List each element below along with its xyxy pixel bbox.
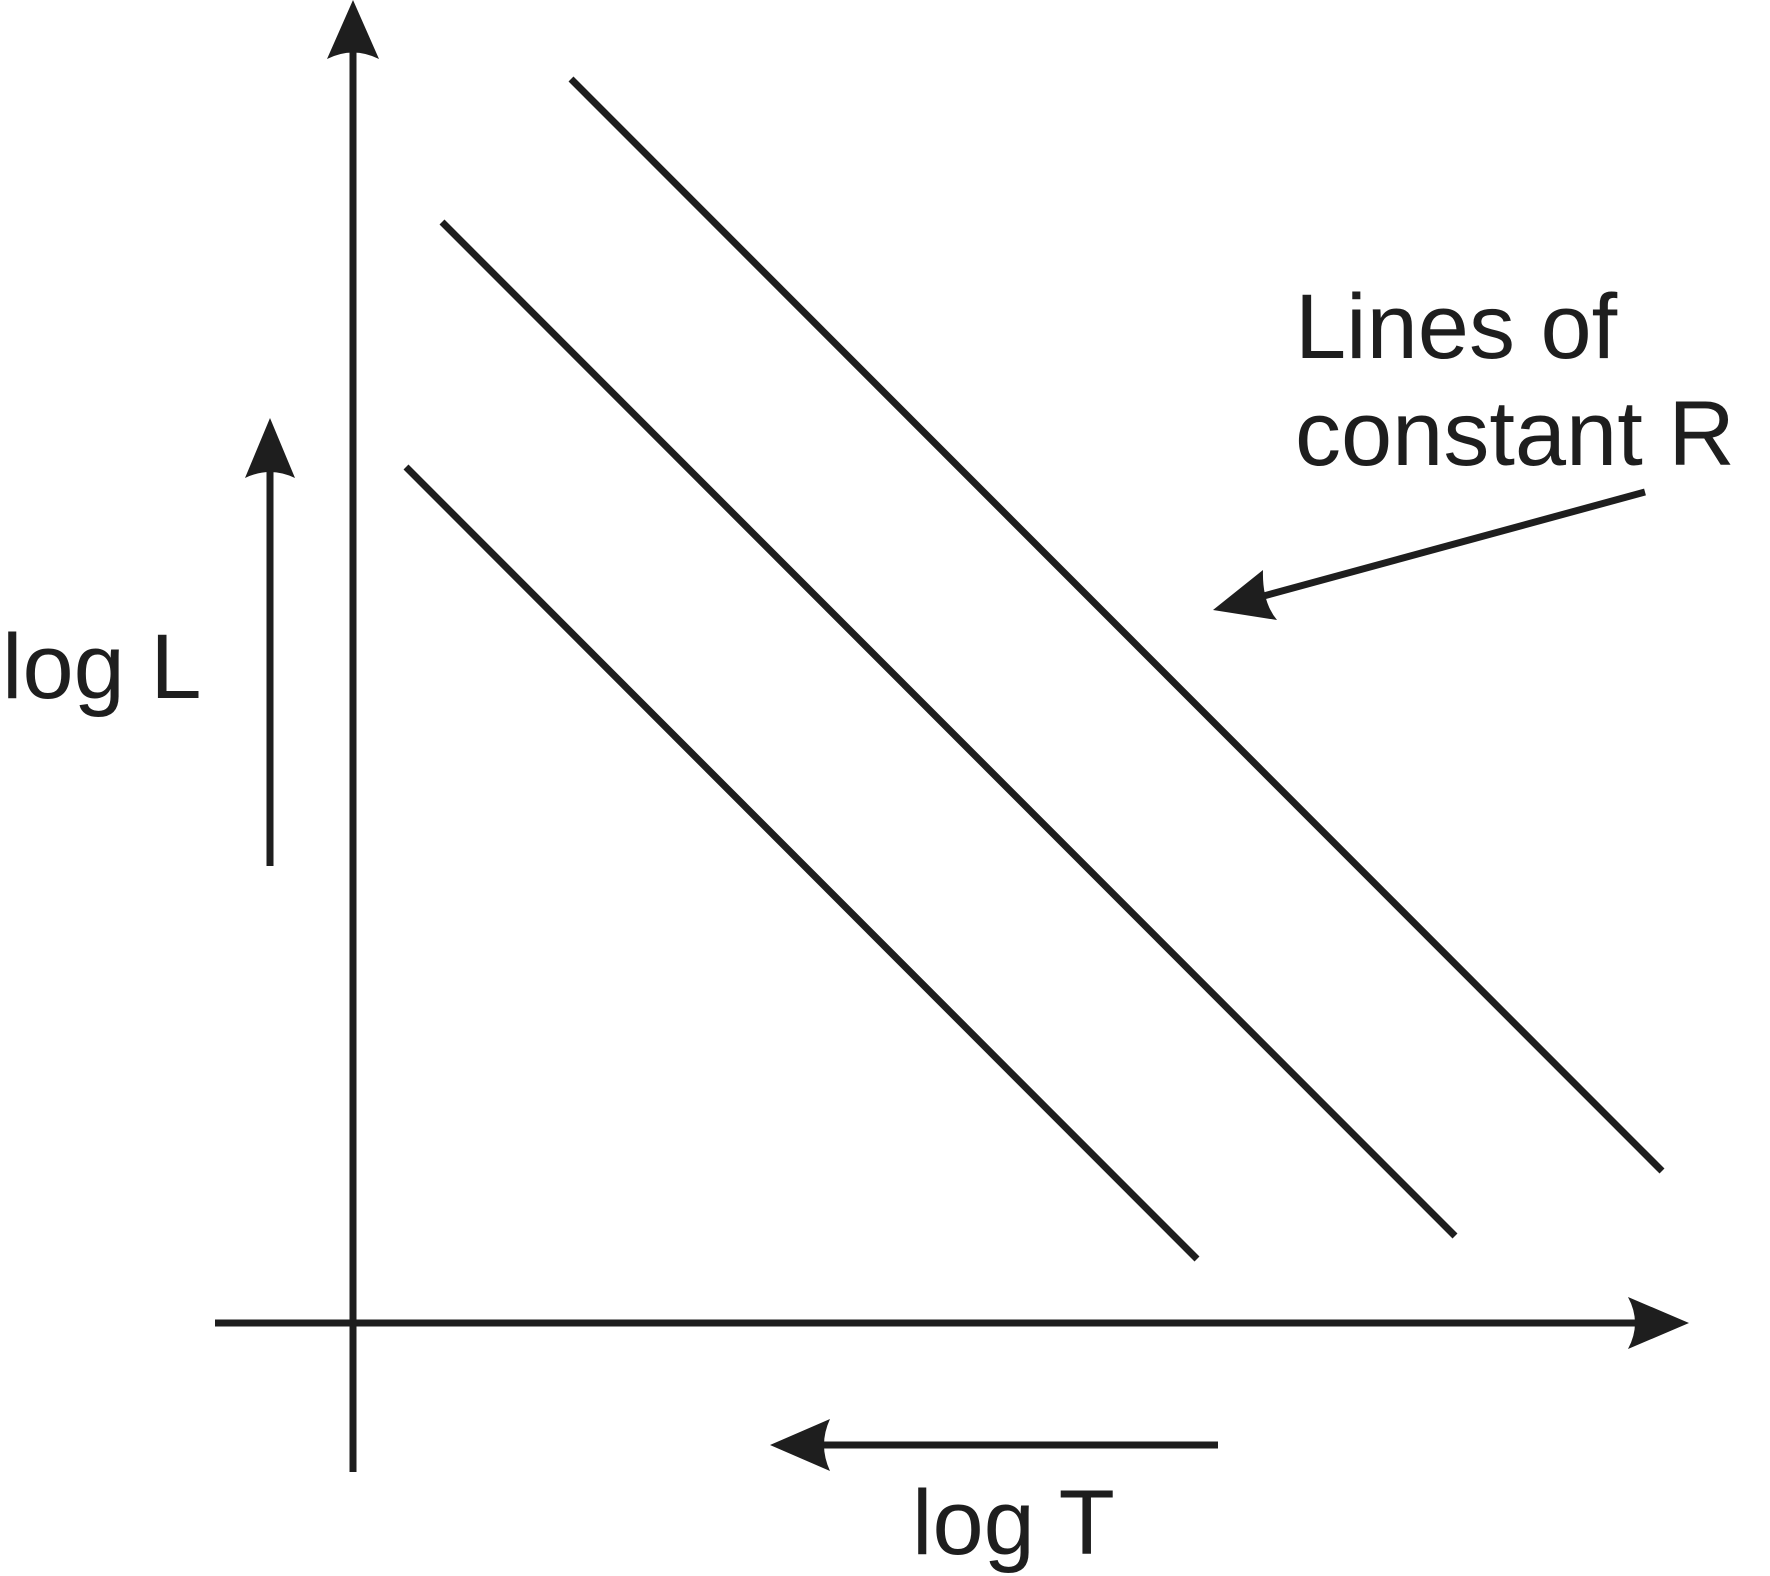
log-l-arrow-head: [245, 418, 295, 478]
x-axis-label: log T: [912, 1472, 1115, 1574]
annotation-line-1: Lines of: [1295, 276, 1618, 378]
y-axis-label: log L: [2, 616, 202, 718]
log-t-direction-arrow: [770, 1419, 1218, 1471]
y-axis: [327, 0, 379, 1472]
constant-r-lines: [403, 76, 1665, 1262]
annotation-pointer-shaft: [1259, 488, 1646, 601]
x-axis-arrowhead: [1628, 1297, 1689, 1349]
annotation-pointer-head: [1213, 570, 1277, 620]
constant-r-line-3: [568, 76, 1665, 1174]
constant-r-line-2: [439, 219, 1458, 1239]
annotation-line-2: constant R: [1295, 383, 1735, 485]
constant-r-line-1: [403, 464, 1200, 1262]
annotation-pointer: [1213, 488, 1646, 620]
x-axis: [215, 1297, 1689, 1349]
y-axis-arrowhead: [327, 0, 379, 59]
log-t-arrow-head: [770, 1419, 830, 1471]
log-l-direction-arrow: [245, 418, 295, 866]
